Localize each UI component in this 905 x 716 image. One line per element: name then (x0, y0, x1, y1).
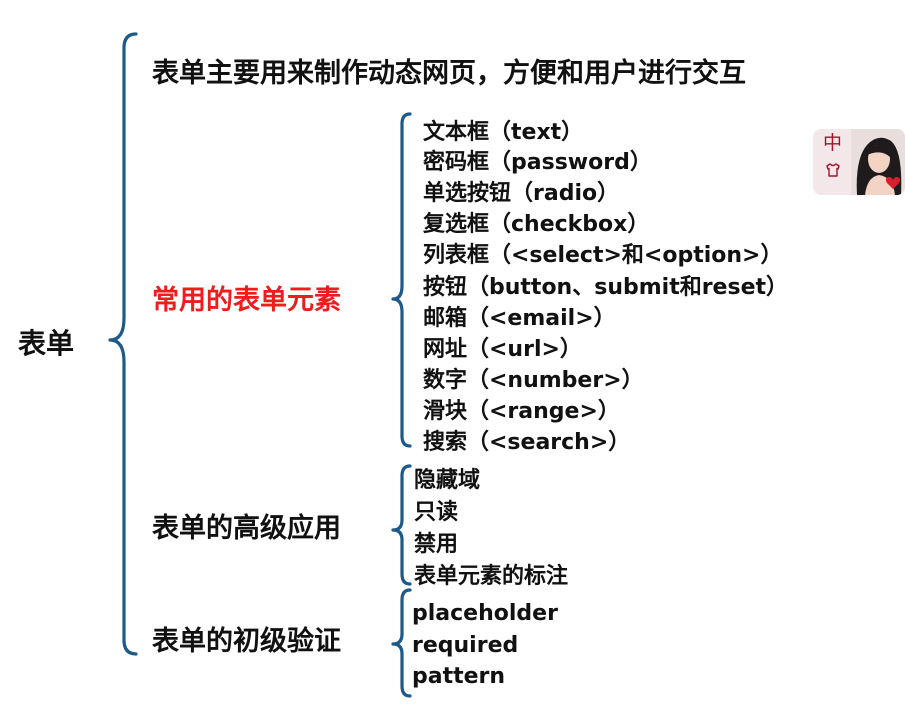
list-item-label: 表单元素的标注 (414, 566, 568, 588)
list-item-checkbox: 复选框（checkbox） (423, 214, 649, 236)
list-item-search: 搜索（<search>） (423, 432, 630, 454)
list-item-url: 网址（<url>） (423, 339, 582, 361)
branch-label-intro: 表单主要用来制作动态网页，方便和用户进行交互 (152, 60, 746, 87)
validation-brace (393, 590, 410, 696)
list-item-select: 列表框（<select>和<option>） (423, 245, 782, 267)
list-item-required: required (412, 635, 518, 657)
list-item-disabled: 禁用 (414, 534, 458, 556)
list-item-placeholder: placeholder (412, 603, 558, 625)
list-item-radio: 单选按钮（radio） (423, 183, 619, 205)
list-item-email: 邮箱（<email>） (423, 308, 616, 330)
list-item-pattern: pattern (412, 666, 505, 688)
root-label: 表单 (18, 330, 74, 358)
elements-brace (393, 114, 410, 446)
list-item-number: 数字（<number>） (423, 370, 644, 392)
branch-label-advanced: 表单的高级应用 (152, 515, 341, 542)
branch-label-validation: 表单的初级验证 (152, 628, 341, 655)
ime-badge[interactable]: 中 (813, 129, 905, 195)
list-item-readonly: 只读 (414, 502, 458, 524)
list-item-password: 密码框（password） (423, 152, 652, 174)
advanced-brace (393, 466, 410, 584)
list-item-text: 文本框（text） (423, 122, 583, 144)
shirt-icon (825, 162, 841, 182)
branch-label-common-elements: 常用的表单元素 (152, 287, 341, 314)
list-item-button: 按钮（button、submit和reset） (423, 277, 788, 299)
main-brace (110, 34, 136, 654)
list-item-range: 滑块（<range>） (423, 401, 620, 423)
ime-char: 中 (823, 133, 842, 154)
avatar-photo (851, 129, 905, 195)
list-item-hidden-field: 隐藏域 (414, 470, 480, 492)
